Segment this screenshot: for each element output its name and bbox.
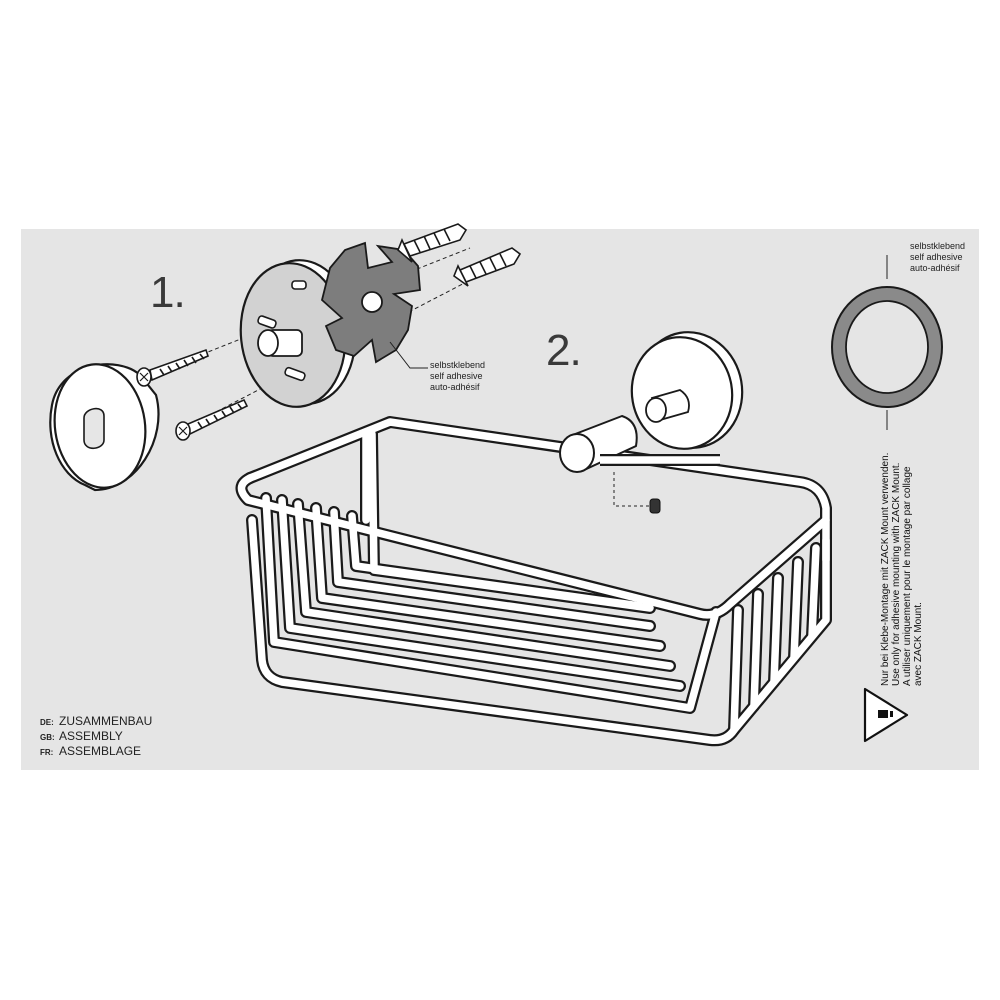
adhesive-label-ring: selbstklebend self adhesive auto-adhésif (910, 241, 965, 274)
ring-label-fr: auto-adhésif (910, 263, 960, 273)
legend-text: ASSEMBLAGE (59, 744, 142, 758)
ring-label-de: selbstklebend (910, 241, 966, 251)
legend-code: FR: (40, 748, 54, 757)
legend-code: DE: (40, 718, 54, 727)
warning-note-fr-1: A utiliser uniquement pour le montage pa… (902, 466, 913, 686)
mounted-holder-icon (559, 331, 744, 473)
ring-label-en: self adhesive (910, 252, 963, 262)
step-2-number: 2. (546, 326, 582, 375)
warning-note-en: Use only for adhesive mounting with ZACK… (891, 462, 902, 686)
grub-screw-icon (613, 472, 661, 514)
wall-plug-icon (397, 223, 522, 287)
leader-line-pad (389, 341, 428, 369)
warning-note: Nur bei Klebe-Montage mit ZACK Mount ver… (880, 453, 924, 686)
legend-text: ASSEMBLY (59, 729, 123, 743)
legend-row-fr: FR: ASSEMBLAGE (40, 743, 152, 758)
cover-cap-icon (49, 363, 160, 492)
assembly-legend: DE: ZUSAMMENBAU GB: ASSEMBLY FR: ASSEMBLAGE (40, 713, 152, 758)
wire-basket-icon (235, 416, 832, 747)
adhesive-pad-icon (320, 241, 421, 364)
legend-text: ZUSAMMENBAU (59, 714, 153, 728)
legend-row-gb: GB: ASSEMBLY (40, 728, 152, 743)
adhesive-label-en: self adhesive (430, 371, 483, 381)
warning-icon (863, 687, 909, 743)
legend-code: GB: (40, 733, 55, 742)
adhesive-label-fr: auto-adhésif (430, 382, 480, 392)
warning-note-fr-2: avec ZACK Mount. (913, 602, 924, 686)
adhesive-ring-icon (831, 255, 943, 430)
screw-icon (136, 348, 249, 441)
adhesive-label-step1: selbstklebend self adhesive auto-adhésif (430, 360, 485, 393)
legend-row-de: DE: ZUSAMMENBAU (40, 713, 152, 728)
warning-note-de: Nur bei Klebe-Montage mit ZACK Mount ver… (880, 452, 891, 686)
step-1-number: 1. (150, 268, 186, 317)
adhesive-label-de: selbstklebend (430, 360, 486, 370)
